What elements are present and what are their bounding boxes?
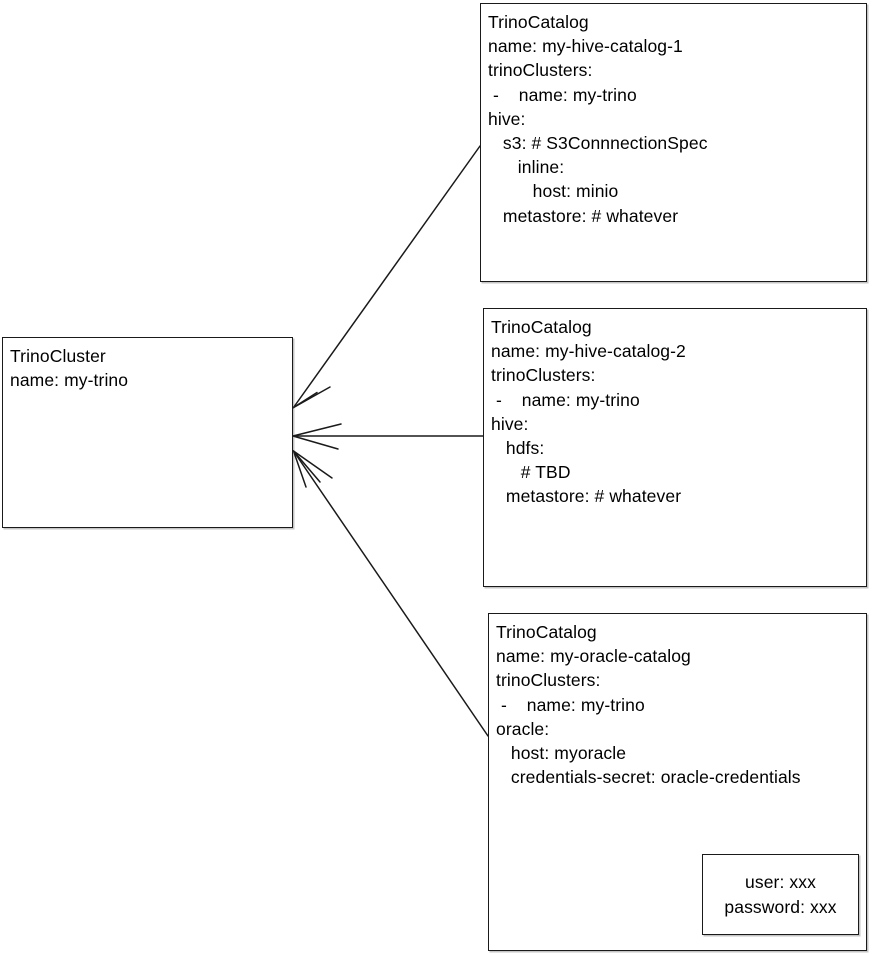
catalog-0-line-4: hive:	[488, 108, 526, 129]
trino-catalog-body-1: TrinoCatalog name: my-hive-catalog-2 tri…	[484, 309, 866, 509]
trino-catalog-body-0: TrinoCatalog name: my-hive-catalog-1 tri…	[481, 4, 866, 228]
catalog-2-line-0: TrinoCatalog	[496, 622, 597, 642]
catalog-1-line-5: hdfs:	[491, 438, 545, 459]
trino-catalog-body-2: TrinoCatalog name: my-oracle-catalog tri…	[489, 614, 866, 789]
catalog-1-line-3: - name: my-trino	[491, 389, 640, 410]
catalog-1-line-6: # TBD	[491, 462, 571, 483]
catalog-0-line-8: metastore: # whatever	[488, 205, 679, 226]
trino-cluster-line-1: name: my-trino	[10, 370, 129, 391]
secret-line-1: password: xxx	[724, 896, 837, 917]
catalog-0-line-2: trinoClusters:	[488, 60, 593, 81]
catalog-1-line-4: hive:	[491, 413, 529, 434]
catalog-0-line-3: - name: my-trino	[488, 84, 637, 105]
trino-catalog-node-my-oracle-catalog[interactable]: TrinoCatalog name: my-oracle-catalog tri…	[488, 613, 867, 951]
catalog-0-line-5: s3: # S3ConnnectionSpec	[488, 133, 708, 154]
catalog-0-line-1: name: my-hive-catalog-1	[488, 36, 683, 57]
catalog-1-line-2: trinoClusters:	[491, 365, 596, 386]
trino-cluster-line-0: TrinoCluster	[10, 346, 106, 366]
trino-cluster-body: TrinoCluster name: my-trino	[3, 338, 292, 392]
catalog-1-line-1: name: my-hive-catalog-2	[491, 341, 686, 362]
trino-cluster-node[interactable]: TrinoCluster name: my-trino	[2, 337, 293, 528]
catalog-0-line-0: TrinoCatalog	[488, 12, 589, 32]
catalog-2-line-5: host: myoracle	[496, 743, 627, 764]
edge-hive-catalog-2-to-cluster	[292, 423, 484, 450]
edge-hive-catalog-1-to-cluster	[292, 145, 481, 409]
catalog-0-line-7: host: minio	[488, 181, 619, 202]
catalog-2-line-1: name: my-oracle-catalog	[496, 646, 691, 667]
catalog-1-line-0: TrinoCatalog	[491, 317, 592, 337]
credentials-secret-node[interactable]: user: xxx password: xxx	[702, 854, 859, 935]
edge-oracle-catalog-to-cluster	[292, 450, 489, 737]
trino-catalog-node-my-hive-catalog-2[interactable]: TrinoCatalog name: my-hive-catalog-2 tri…	[483, 308, 867, 587]
catalog-2-line-4: oracle:	[496, 718, 550, 739]
catalog-1-line-7: metastore: # whatever	[491, 486, 682, 507]
secret-line-0: user: xxx	[745, 872, 816, 893]
catalog-0-line-6: inline:	[488, 157, 565, 178]
catalog-2-line-6: credentials-secret: oracle-credentials	[496, 767, 801, 788]
catalog-2-line-2: trinoClusters:	[496, 670, 601, 691]
trino-catalog-node-my-hive-catalog-1[interactable]: TrinoCatalog name: my-hive-catalog-1 tri…	[480, 3, 867, 282]
catalog-2-line-3: - name: my-trino	[496, 694, 645, 715]
